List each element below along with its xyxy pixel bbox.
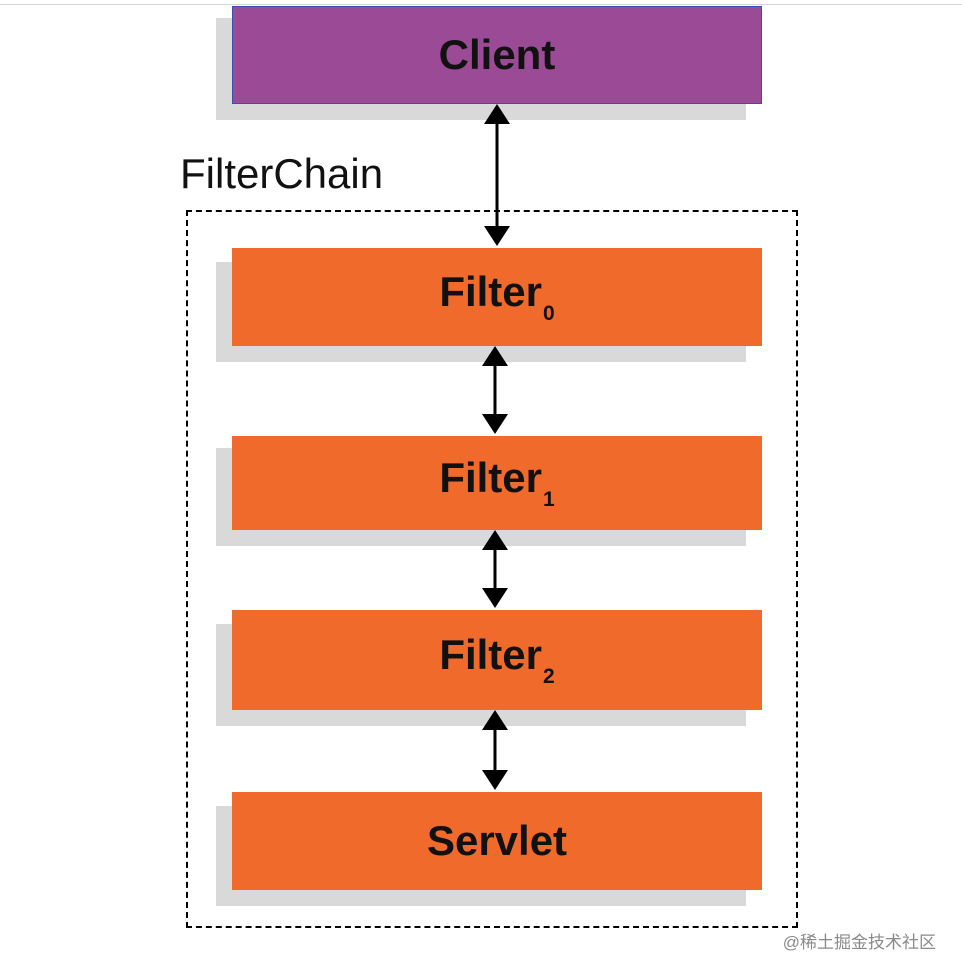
filter-1-label: Filter1 <box>439 454 554 512</box>
filter-1-box: Filter1 <box>232 436 762 530</box>
filter-1-name: Filter <box>439 454 542 501</box>
arrowhead-up-filter2 <box>482 710 508 730</box>
arrowhead-down-filter1 <box>482 414 508 434</box>
filter-2-name: Filter <box>439 631 542 678</box>
arrowhead-up-filter0 <box>482 346 508 366</box>
servlet-label: Servlet <box>426 817 568 864</box>
client-box: Client <box>232 6 762 104</box>
filter-0-name: Filter <box>439 268 542 315</box>
filter-2-index: 2 <box>543 665 555 688</box>
arrowhead-down-filter0 <box>484 226 510 246</box>
filter-2-label: Filter2 <box>439 631 554 689</box>
arrowhead-down-filter2 <box>482 588 508 608</box>
filterchain-label: FilterChain <box>180 150 384 197</box>
watermark-text: @稀土掘金技术社区 <box>782 933 936 952</box>
filter-2-box: Filter2 <box>232 610 762 710</box>
arrowhead-down-servlet <box>482 770 508 790</box>
servlet-box: Servlet <box>232 792 762 890</box>
filter-0-index: 0 <box>543 302 555 325</box>
arrowhead-up-client <box>484 104 510 124</box>
filterchain-container <box>186 210 798 928</box>
filter-0-box: Filter0 <box>232 248 762 346</box>
top-divider <box>0 4 962 5</box>
filter-1-index: 1 <box>543 488 555 511</box>
arrowhead-up-filter1 <box>482 530 508 550</box>
client-label: Client <box>438 31 556 78</box>
filter-0-label: Filter0 <box>439 268 554 326</box>
